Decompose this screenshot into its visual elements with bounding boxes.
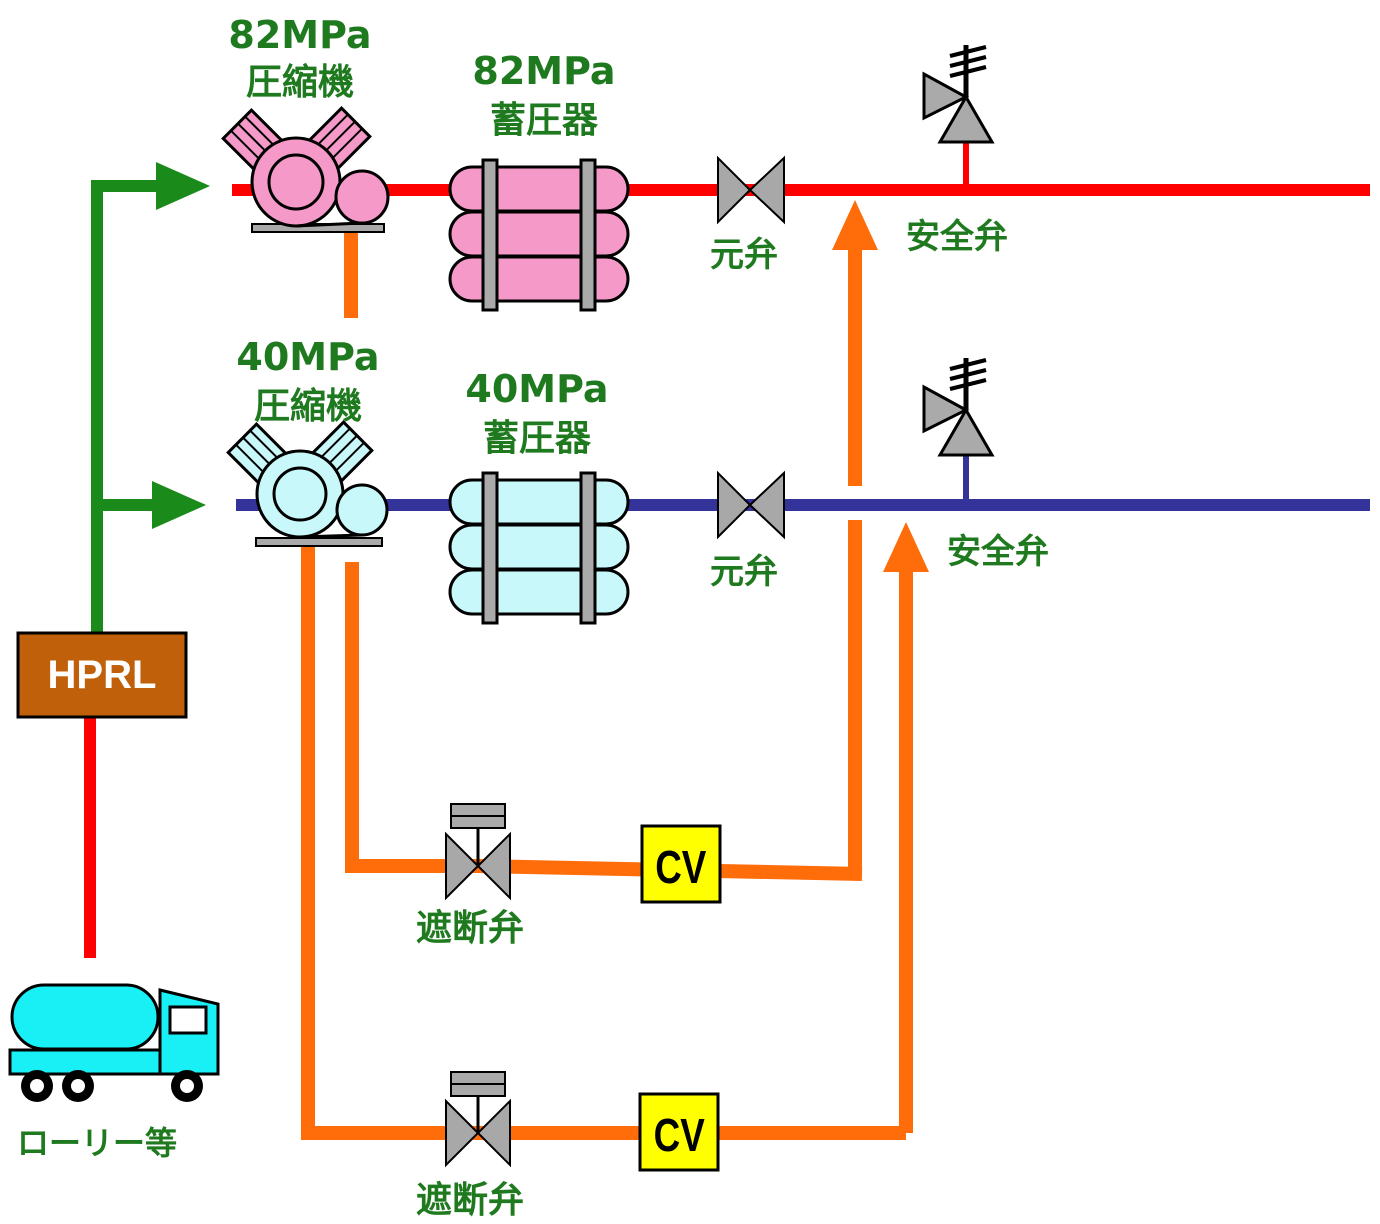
truck-label: ローリー等 [17, 1124, 177, 1162]
compressor-40 [226, 420, 389, 547]
shutoff-valve-upper-label: 遮断弁 [416, 908, 524, 949]
shutoff-valve-lower [445, 1071, 511, 1168]
cv-label-upper: CV [655, 841, 706, 893]
compressor-82-pressure: 82MPa [228, 13, 371, 57]
compressor-40-pressure: 40MPa [236, 335, 379, 379]
main-valve-40 [717, 470, 785, 540]
main-valve-82 [717, 155, 785, 225]
compressor-82-label: 圧縮機 [246, 62, 354, 103]
safety-valve-40-label: 安全弁 [947, 532, 1049, 572]
hprl-box: HPRL [16, 631, 188, 719]
safety-valve-82 [922, 45, 995, 190]
accumulator-82 [448, 158, 630, 312]
safety-valve-40 [922, 358, 995, 505]
compressor-82 [221, 106, 390, 233]
accumulator-40 [448, 471, 630, 625]
cv-label-lower: CV [654, 1109, 705, 1161]
shutoff-valve-lower-label: 遮断弁 [416, 1180, 524, 1221]
cv-box-lower: CV [638, 1092, 720, 1172]
accumulator-82-label: 蓄圧器 [490, 100, 599, 141]
safety-valve-82-label: 安全弁 [906, 217, 1008, 257]
main-valve-82-label: 元弁 [710, 235, 778, 275]
shutoff-valve-upper [445, 803, 511, 901]
accumulator-40-pressure: 40MPa [465, 367, 608, 411]
compressor-40-label: 圧縮機 [254, 386, 362, 427]
accumulator-40-label: 蓄圧器 [483, 418, 592, 459]
arrow-to-40 [883, 522, 929, 572]
cv-box-upper: CV [640, 824, 722, 904]
main-valve-40-label: 元弁 [710, 552, 778, 592]
supply-line-green [91, 162, 210, 632]
arrow-to-82 [832, 200, 878, 250]
accumulator-82-pressure: 82MPa [472, 49, 615, 93]
truck-icon [8, 983, 220, 1102]
hprl-label: HPRL [48, 653, 157, 697]
